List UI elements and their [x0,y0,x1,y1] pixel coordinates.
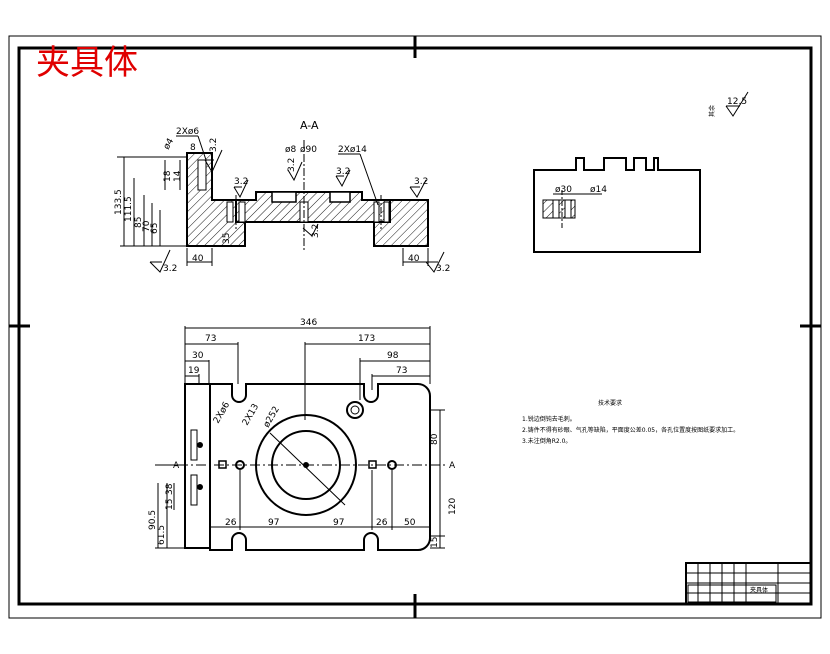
svg-text:98: 98 [387,351,399,361]
svg-text:30: 30 [192,351,204,361]
section-hatch-right [373,199,429,247]
svg-text:3.2: 3.2 [209,138,219,152]
svg-text:40: 40 [408,254,420,264]
svg-text:85: 85 [134,217,144,228]
drawing-title: 夹具体 [36,43,138,83]
svg-text:A: A [173,461,180,471]
centering-marks [9,36,821,618]
svg-text:15: 15 [165,499,175,510]
detail-view: ø30 ø14 [533,157,701,253]
svg-text:111.5: 111.5 [124,196,134,222]
svg-text:3.2: 3.2 [163,264,177,274]
svg-text:ø14: ø14 [590,185,607,195]
svg-text:73: 73 [205,334,216,344]
svg-text:26: 26 [225,518,237,528]
svg-text:ø4: ø4 [162,137,176,152]
title-block: 夹具体 [685,562,812,605]
svg-text:3.2: 3.2 [336,167,350,177]
svg-text:50: 50 [404,518,416,528]
svg-text:其余: 其余 [708,105,716,117]
svg-text:8: 8 [190,143,196,153]
svg-text:38: 38 [165,483,175,495]
svg-text:14: 14 [173,170,183,182]
svg-text:2X13: 2X13 [241,402,261,427]
svg-text:133.5: 133.5 [114,189,124,215]
svg-text:40: 40 [192,254,204,264]
svg-text:73: 73 [396,366,407,376]
svg-text:ø30: ø30 [555,185,572,195]
svg-text:A: A [449,461,456,471]
svg-text:61.5: 61.5 [157,525,167,545]
svg-text:346: 346 [300,318,317,328]
svg-text:3.未注倒角R2.0。: 3.未注倒角R2.0。 [522,437,571,445]
section-hatch-center [235,191,391,223]
outer-border [8,35,822,619]
svg-text:技术要求: 技术要求 [598,399,622,407]
plan-view: A A 346 73 173 30 98 19 73 [148,318,458,551]
svg-text:2Xø14: 2Xø14 [338,145,367,155]
svg-text:19: 19 [188,366,200,376]
general-roughness: 其余 12.5 [708,91,749,117]
svg-text:173: 173 [358,334,375,344]
svg-text:ø90: ø90 [300,145,317,155]
svg-text:97: 97 [268,518,279,528]
section-label: A-A [300,119,319,132]
svg-text:80: 80 [430,433,440,445]
svg-text:35: 35 [222,233,232,244]
svg-text:2Xø6: 2Xø6 [176,127,199,137]
svg-text:97: 97 [333,518,344,528]
svg-text:3.2: 3.2 [436,264,450,274]
svg-text:18: 18 [163,170,173,182]
svg-text:90.5: 90.5 [148,510,158,530]
svg-text:ø8: ø8 [285,145,297,155]
svg-text:2Xø6: 2Xø6 [212,400,232,425]
svg-text:12.5: 12.5 [727,97,747,107]
svg-text:2.铸件不得有砂眼、气孔等缺陷，平面度公差0.05，各孔位置: 2.铸件不得有砂眼、气孔等缺陷，平面度公差0.05，各孔位置度按图纸要求加工。 [522,426,739,434]
svg-text:3.2: 3.2 [234,177,248,187]
svg-text:3.2: 3.2 [414,177,428,187]
svg-text:ø252: ø252 [262,405,282,430]
technical-requirements: 技术要求 1.锐边倒钝去毛刺。 2.铸件不得有砂眼、气孔等缺陷，平面度公差0.0… [522,399,739,445]
svg-text:夹具体: 夹具体 [750,586,768,594]
svg-text:3.2: 3.2 [287,158,297,172]
svg-text:70: 70 [142,220,152,232]
svg-text:26: 26 [376,518,388,528]
svg-text:1.锐边倒钝去毛刺。: 1.锐边倒钝去毛刺。 [522,415,576,423]
svg-text:120: 120 [448,498,458,515]
svg-text:15: 15 [430,537,440,548]
svg-text:3.2: 3.2 [311,224,321,238]
section-view: 133.5 111.5 85 70 65 18 14 2Xø6 ø4 8 ø8 … [114,127,450,274]
svg-text:65: 65 [150,223,160,234]
